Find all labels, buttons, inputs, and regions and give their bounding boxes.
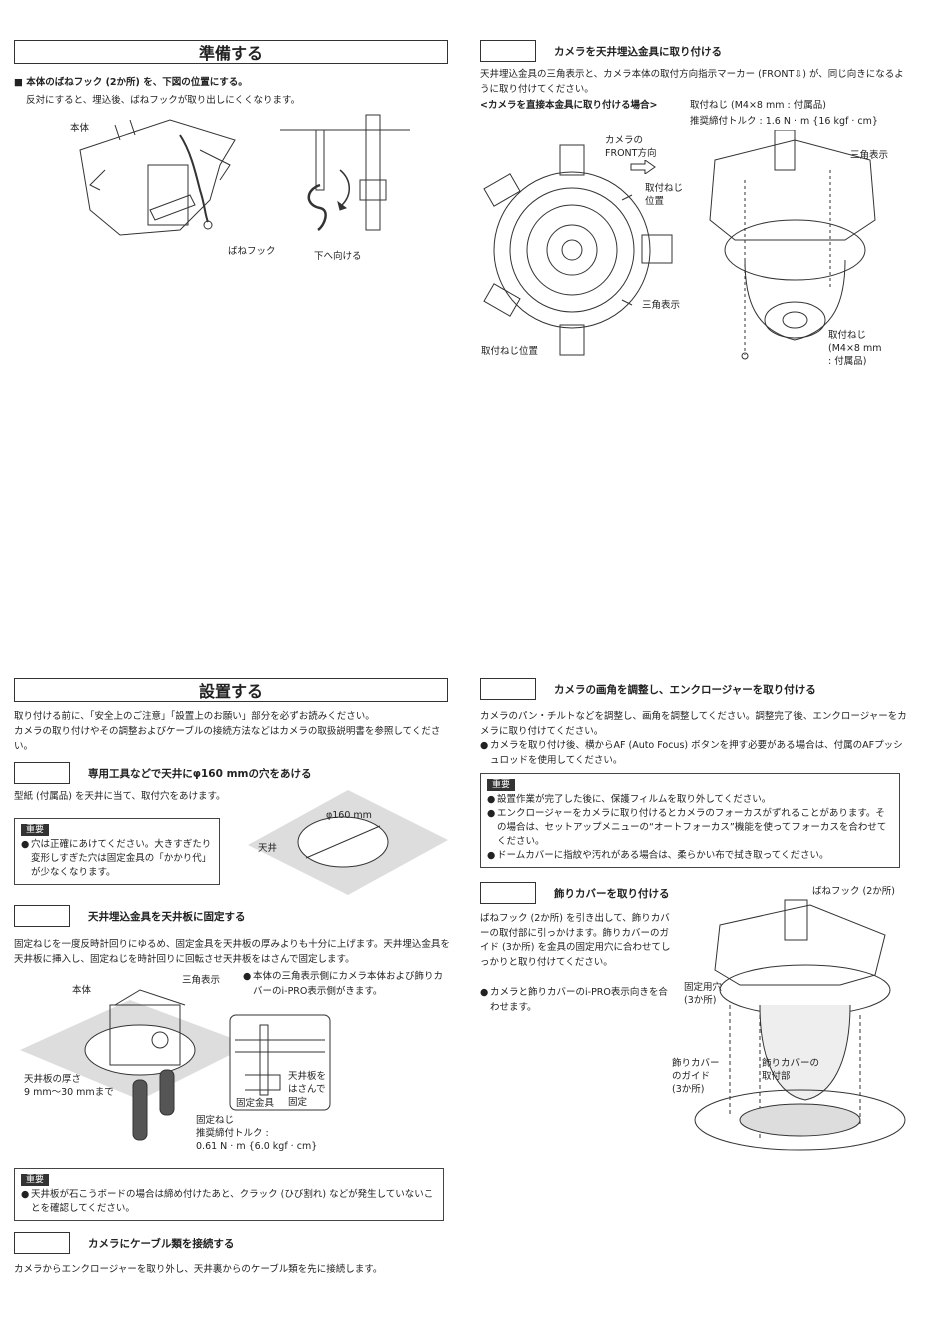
step2-notice: 重要 ●天井板が石こうボードの場合は締め付けたあと、クラック (ひび割れ) など… <box>14 1168 444 1221</box>
label-guide-3: (3か所) <box>672 1084 705 1095</box>
label-triangle-2: 三角表示 <box>850 150 889 161</box>
step-number-box <box>14 762 70 784</box>
label-mount-2: 取付部 <box>762 1071 791 1082</box>
important-tag: 重要 <box>487 779 516 791</box>
hook-note: 反対にすると、埋込後、ばねフックが取り出しにくくなります。 <box>26 95 301 106</box>
label-fixscrew-3: 0.61 N · m {6.0 kgf · cm} <box>196 1141 318 1152</box>
label-hole-2: (3か所) <box>684 995 717 1006</box>
label-hook: ばねフック <box>228 246 276 257</box>
adjust-desc: カメラのパン・チルトなどを調整し、画角を調整してください。調整完了後、エンクロー… <box>480 711 907 737</box>
camera-top-view-illustration <box>483 144 673 356</box>
mount-desc: 天井埋込金具の三角表示と、カメラ本体の取付方向指示マーカー (FRONT⇩) が… <box>480 69 904 95</box>
cover-desc: ばねフック (2か所) を引き出して、飾りカバーの取付部に引っかけます。飾りカバ… <box>480 913 671 968</box>
label-hole-1: 固定用穴 <box>684 982 723 993</box>
cover-bullet: ●カメラと飾りカバーのi-PRO表示向きを合わせます。 <box>480 987 668 1013</box>
step-number-box <box>14 1232 70 1254</box>
label-body: 本体 <box>70 123 90 134</box>
label-mount-1: 飾りカバーの <box>762 1058 820 1069</box>
label-triangle-1: 三角表示 <box>642 300 681 311</box>
label-clamp-2: はさんで <box>288 1084 326 1095</box>
label-screw-pos-bottom: 取付ねじ位置 <box>481 346 539 357</box>
ceiling-hole-illustration <box>248 790 448 895</box>
label-bracket: 固定金具 <box>236 1098 275 1109</box>
step-drill-hole: 専用工具などで天井にφ160 mmの穴をあける <box>14 762 311 784</box>
label-phi160: φ160 mm <box>326 810 372 821</box>
step1-desc: 型紙 (付属品) を天井に当て、取付穴をあけます。 <box>14 791 226 802</box>
mount-screw: 取付ねじ (M4×8 mm : 付属品) <box>690 100 826 111</box>
install-title: 設置する <box>14 678 448 702</box>
step-number-box <box>480 40 536 62</box>
label-screw-right-1: 取付ねじ <box>828 330 867 341</box>
adjust-notice: 重要 ●設置作業が完了した後に、保護フィルムを取り外してください。 ●エンクロー… <box>480 773 900 868</box>
bracket-hook-illustration <box>79 119 236 236</box>
step-mount-camera: カメラを天井埋込金具に取り付ける <box>480 40 722 62</box>
label-hook: ばねフック (2か所) <box>812 886 895 897</box>
step2-desc: 固定ねじを一度反時計回りにゆるめ、固定金具を天井板の厚みよりも十分に上げます。天… <box>14 939 450 965</box>
label-screw-right-3: : 付属品) <box>828 356 867 367</box>
label-body: 本体 <box>72 985 92 996</box>
mount-torque: 推奨締付トルク : 1.6 N · m {16 kgf · cm} <box>690 116 878 127</box>
camera-side-view-illustration <box>709 130 876 360</box>
step-fix-bracket: 天井埋込金具を天井板に固定する <box>14 905 246 927</box>
label-down: 下へ向ける <box>314 251 362 262</box>
step1-notice: 重要 ●穴は正確にあけてください。大きすぎたり変形しすぎた穴は固定金具の「かかり… <box>14 818 220 885</box>
important-tag: 重要 <box>21 824 50 836</box>
label-clamp-1: 天井板を <box>288 1071 327 1082</box>
label-front-2: FRONT方向 <box>605 148 657 159</box>
step-cover: 飾りカバーを取り付ける <box>480 882 670 904</box>
label-triangle: 三角表示 <box>182 975 221 986</box>
label-thickness-2: 9 mm～30 mmまで <box>24 1087 114 1098</box>
label-fixscrew-1: 固定ねじ <box>196 1115 235 1126</box>
direct-mount-heading: <カメラを直接本金具に取り付ける場合> <box>480 100 658 111</box>
step-connect-cables: カメラにケーブル類を接続する <box>14 1232 234 1254</box>
cover-install-illustration <box>694 899 906 1151</box>
important-tag: 重要 <box>21 1174 50 1186</box>
label-screw-right-2: (M4×8 mm <box>828 343 882 354</box>
step-adjust: カメラの画角を調整し、エンクロージャーを取り付ける <box>480 678 816 700</box>
label-screw-pos-2: 位置 <box>645 196 665 207</box>
label-screw-pos-1: 取付ねじ <box>645 183 684 194</box>
label-guide-2: のガイド <box>672 1071 711 1082</box>
hook-heading: ■ 本体のばねフック (2か所) を、下図の位置にする。 <box>14 77 248 88</box>
label-clamp-3: 固定 <box>288 1097 308 1108</box>
adjust-bullet: ●カメラを取り付け後、横からAF (Auto Focus) ボタンを押す必要があ… <box>480 740 903 766</box>
install-intro-2: カメラの取り付けやその調整およびケーブルの接続方法などはカメラの取扱説明書を参照… <box>14 726 441 752</box>
prep-title: 準備する <box>14 40 448 64</box>
install-intro-1: 取り付ける前に、「安全上のご注意」「設置上のお願い」部分を必ずお読みください。 <box>14 711 375 722</box>
hook-detail-illustration <box>280 114 410 232</box>
step-number-box <box>480 678 536 700</box>
label-fixscrew-2: 推奨締付トルク : <box>196 1128 269 1139</box>
label-guide-1: 飾りカバー <box>672 1058 720 1069</box>
label-thickness-1: 天井板の厚さ <box>24 1074 82 1085</box>
bracket-install-illustration <box>20 989 331 1141</box>
step-number-box <box>14 905 70 927</box>
front-arrow-icon <box>630 160 656 174</box>
label-front-1: カメラの <box>605 135 644 146</box>
step3-desc: カメラからエンクロージャーを取り外し、天井裏からのケーブル類を先に接続します。 <box>14 1264 383 1275</box>
step-number-box <box>480 882 536 904</box>
label-ceiling: 天井 <box>258 843 278 854</box>
step2-bullet: ●本体の三角表示側にカメラ本体および飾りカバーのi-PRO表示側がきます。 <box>243 971 444 997</box>
